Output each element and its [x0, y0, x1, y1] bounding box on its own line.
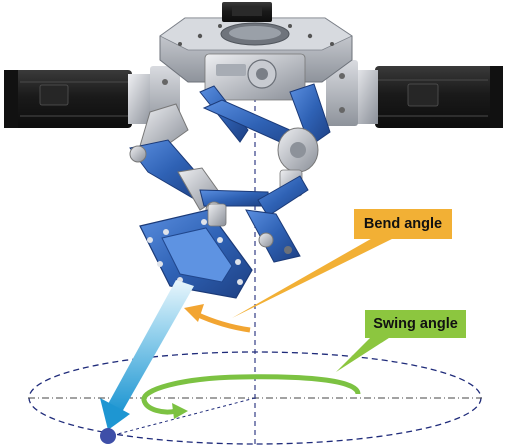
middle-link-chain — [177, 167, 309, 263]
center-gearbox — [204, 53, 306, 101]
swing-callout-box — [365, 310, 466, 338]
tip-radius-line — [109, 397, 256, 437]
right-arm-link — [202, 83, 331, 197]
swing-callout-pointer — [336, 336, 392, 372]
motor-top-icon — [222, 2, 272, 22]
swing-angle-label: Swing angle — [373, 316, 458, 332]
motor-right-icon — [326, 60, 503, 128]
tip-point-marker — [100, 428, 116, 444]
bend-angle-label: Bend angle — [363, 216, 443, 232]
bend-angle-arrow — [184, 304, 251, 333]
bend-callout-box — [354, 209, 452, 239]
tool-axis-arrow — [100, 280, 194, 430]
swing-angle-arc — [141, 374, 361, 419]
end-effector-plate — [139, 203, 253, 299]
bend-callout-pointer — [232, 236, 398, 318]
